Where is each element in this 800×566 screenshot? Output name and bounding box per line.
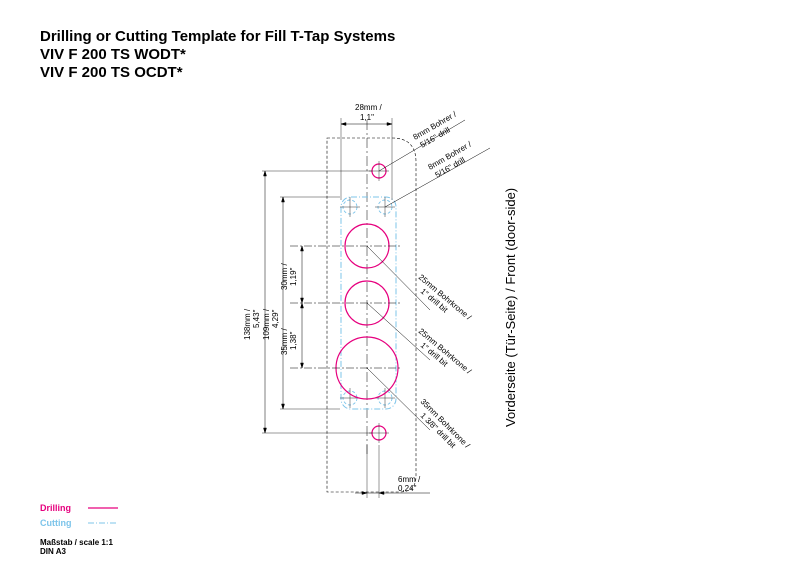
dim-inner-mm: 109mm / [262, 308, 271, 340]
dim-overall-mm: 138mm / [243, 308, 252, 340]
dim-spacing-35-mm: 35mm / [280, 328, 289, 355]
dim-bottom-mm: 6mm / [398, 475, 421, 484]
dim-overall-in: 5,43" [252, 309, 261, 328]
legend-cutting-line [88, 522, 118, 523]
title-block: Drilling or Cutting Template for Fill T-… [40, 28, 395, 82]
title-line-2: VIV F 200 TS WODT* [40, 46, 186, 63]
legend: Drilling Cutting [40, 500, 120, 530]
scale-info: Maßstab / scale 1:1 DIN A3 [40, 538, 113, 556]
legend-cutting-label: Cutting [40, 517, 72, 528]
title-line-1: Drilling or Cutting Template for Fill T-… [40, 28, 396, 45]
legend-cutting: Cutting [40, 515, 120, 530]
dim-spacing-35-in: 1,38" [289, 331, 298, 350]
part-outline [326, 137, 417, 493]
legend-drilling: Drilling [40, 500, 120, 515]
scale-line-1: Maßstab / scale 1:1 [40, 538, 113, 547]
scale-line-2: DIN A3 [40, 547, 66, 556]
title-line-3: VIV F 200 TS OCDT* [40, 64, 183, 81]
dim-top-width-mm: 28mm / [355, 103, 382, 112]
dim-spacing-30-in: 1,19" [289, 267, 298, 286]
dim-spacing-30-mm: 30mm / [280, 263, 289, 290]
side-label: Vorderseite (Tür-Seite) / Front (door-si… [503, 188, 518, 427]
legend-drilling-line [88, 506, 118, 509]
dim-top-width-in: 1,1" [360, 113, 374, 122]
legend-drilling-label: Drilling [40, 502, 71, 513]
dim-inner-in: 4,29" [271, 309, 280, 328]
dim-bottom-in: 0,24" [398, 484, 417, 493]
